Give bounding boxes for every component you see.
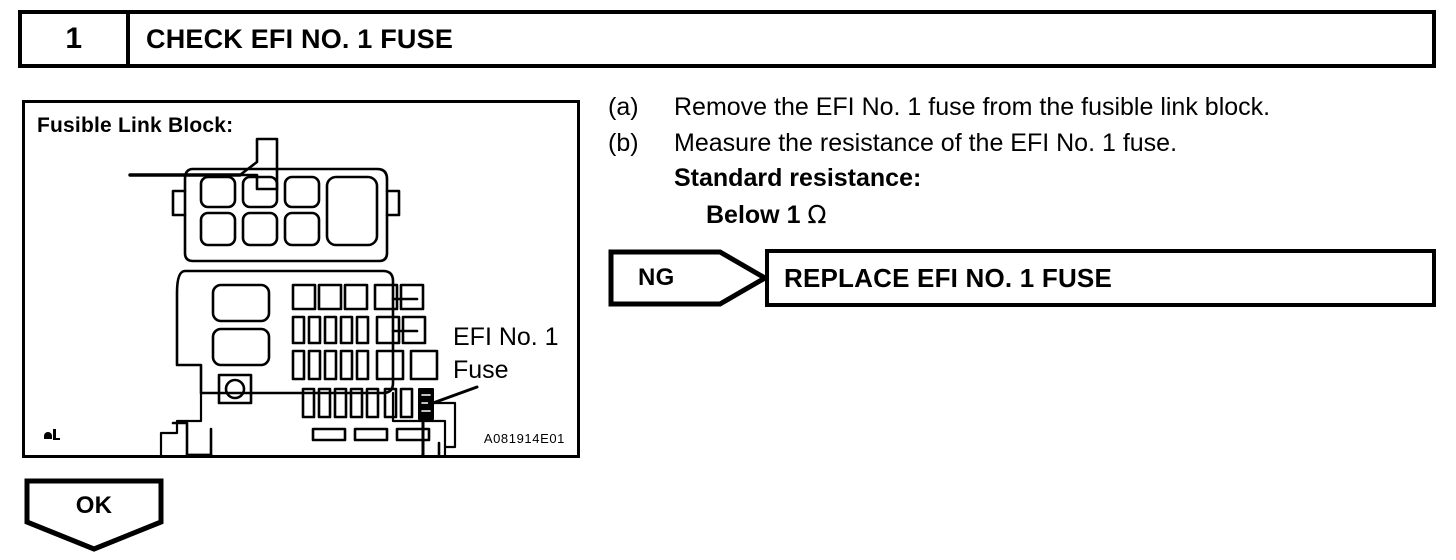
ng-action-box: REPLACE EFI NO. 1 FUSE	[765, 249, 1436, 307]
efi-fuse-leader-line	[420, 385, 479, 455]
illustration-panel: Fusible Link Block:	[22, 100, 580, 458]
efi-no1-fuse-highlight	[418, 388, 434, 420]
fuse-row-3	[291, 349, 439, 381]
ng-label: NG	[638, 264, 675, 291]
top-flag-leader	[128, 137, 279, 191]
standard-resistance-heading: Standard resistance:	[674, 164, 922, 192]
procedure-step-a-text: Remove the EFI No. 1 fuse from the fusib…	[674, 93, 1271, 121]
ok-arrow-shape	[24, 478, 164, 552]
illustration-caption: Fusible Link Block:	[37, 114, 234, 137]
fuse-row-4	[301, 387, 414, 419]
fuse-row-2	[291, 315, 427, 345]
step-title: CHECK EFI NO. 1 FUSE	[146, 23, 454, 54]
standard-resistance-number: Below 1	[706, 200, 808, 229]
round-relay-slot	[217, 373, 253, 405]
fuse-row-5	[311, 427, 431, 442]
ng-action-label: REPLACE EFI NO. 1 FUSE	[784, 263, 1113, 293]
ng-result-arrow: NG	[608, 249, 768, 307]
step-header-bar: 1 CHECK EFI NO. 1 FUSE	[18, 10, 1436, 68]
upper-fuse-housing	[171, 167, 401, 263]
fusible-link-block-drawing	[128, 137, 479, 455]
ng-arrow-shape	[608, 249, 768, 307]
procedure-step-b-text: Measure the resistance of the EFI No. 1 …	[674, 128, 1178, 157]
ohm-symbol: Ω	[807, 199, 827, 229]
step-title-cell: CHECK EFI NO. 1 FUSE	[130, 14, 1432, 64]
diagram-reference-code: A081914E01	[483, 431, 565, 446]
block-outer-shell	[159, 391, 457, 455]
ok-label: OK	[75, 492, 113, 519]
efi-fuse-callout: EFI No. 1 Fuse	[453, 321, 559, 387]
block-lower-body	[171, 421, 441, 455]
ok-result-arrow: OK	[24, 478, 164, 552]
procedure-step-a-label: (a)	[608, 93, 639, 121]
step-number-cell: 1	[22, 14, 130, 64]
procedure-step-b: (b) Measure the resistance of the EFI No…	[608, 126, 1448, 162]
procedure-text-block: (a) Remove the EFI No. 1 fuse from the f…	[608, 90, 1448, 233]
large-fuse-slots	[211, 283, 271, 367]
procedure-step-a: (a) Remove the EFI No. 1 fuse from the f…	[608, 90, 1448, 126]
fuse-row-1	[291, 283, 425, 311]
efi-fuse-callout-line1: EFI No. 1	[453, 323, 559, 351]
procedure-step-b-label: (b)	[608, 128, 639, 157]
step-number: 1	[65, 22, 83, 55]
standard-resistance-value: Below 1 Ω	[706, 197, 1448, 234]
illustration-corner-mark-icon	[44, 429, 60, 440]
efi-fuse-callout-line2: Fuse	[453, 356, 509, 384]
